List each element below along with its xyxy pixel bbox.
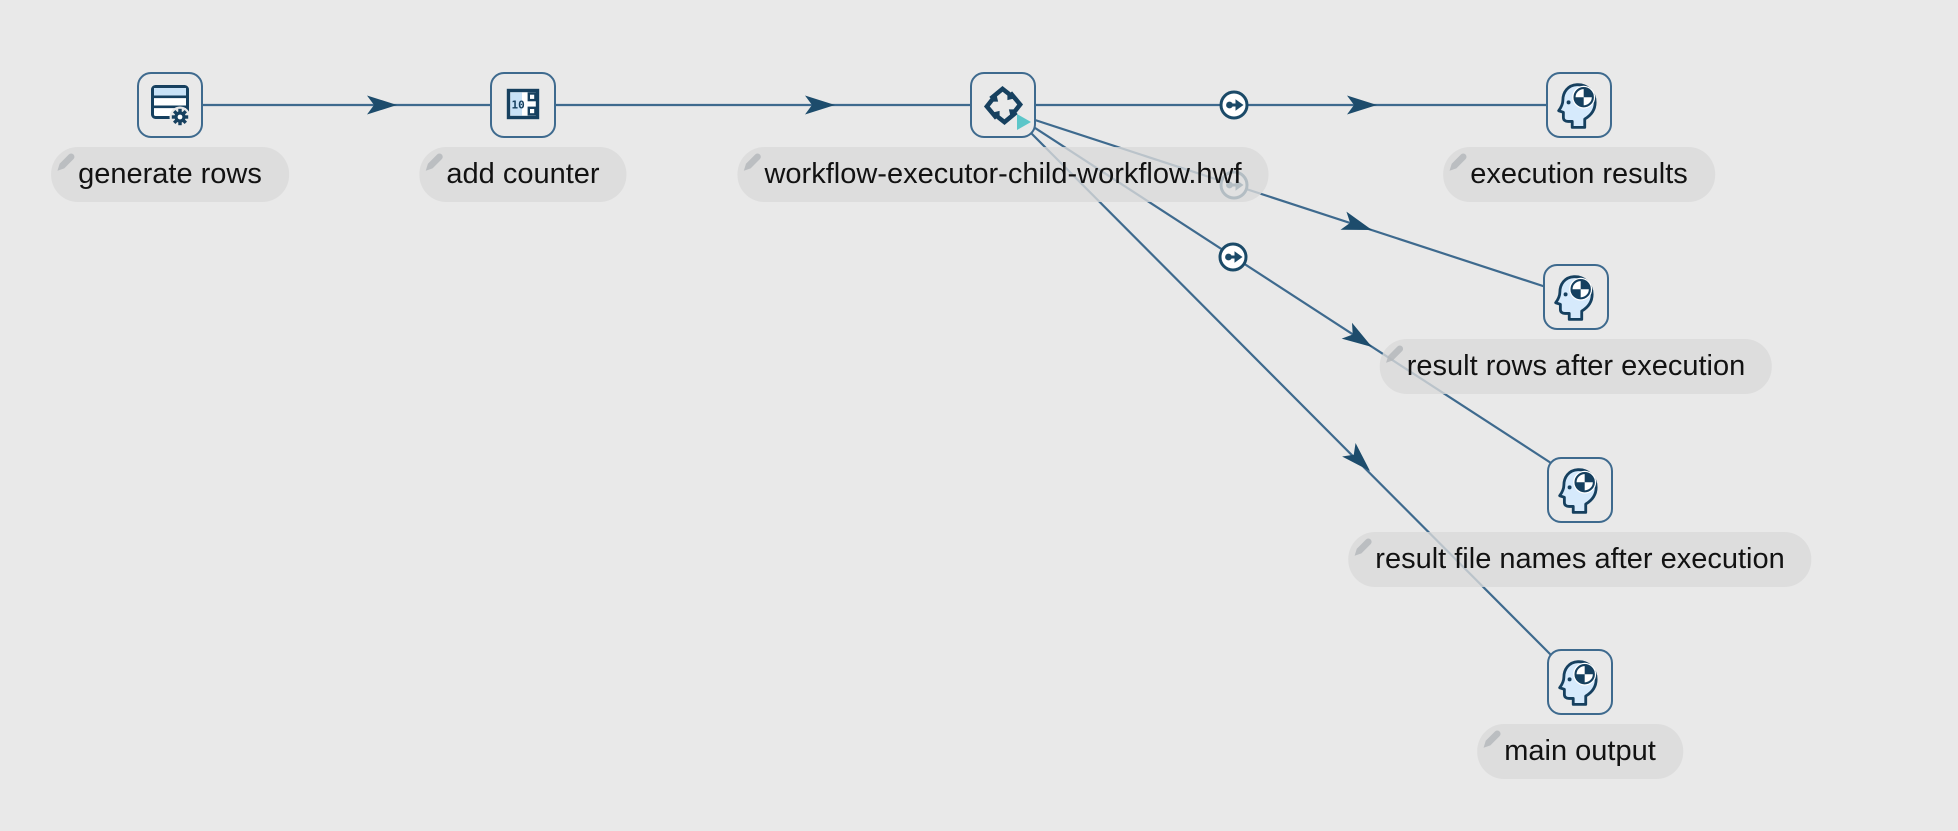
- node-label-text: workflow-executor-child-workflow.hwf: [764, 158, 1242, 190]
- node-label-main-output[interactable]: main output: [1477, 724, 1683, 779]
- head-target-icon: [1555, 657, 1605, 707]
- edit-pencil-icon: [421, 138, 447, 171]
- transform-node-result-files[interactable]: [1547, 457, 1613, 523]
- transform-node-main-output[interactable]: [1547, 649, 1613, 715]
- hop-arrowhead-icon: [1342, 443, 1370, 471]
- node-label-workflow-executor[interactable]: workflow-executor-child-workflow.hwf: [737, 147, 1269, 202]
- transform-node-add-counter[interactable]: 10: [490, 72, 556, 138]
- edit-pencil-icon: [1382, 330, 1408, 363]
- workflow-executor-icon: [980, 82, 1027, 129]
- hop-arrowhead-icon: [1341, 322, 1372, 347]
- node-label-generate-rows[interactable]: generate rows: [51, 147, 289, 202]
- svg-text:10: 10: [512, 99, 525, 112]
- transform-node-execution-results[interactable]: [1546, 72, 1612, 138]
- hop-workflow-executor-to-result-rows[interactable]: [1034, 118, 1550, 290]
- hop-arrowhead-icon: [367, 95, 397, 115]
- node-label-result-files[interactable]: result file names after execution: [1348, 532, 1812, 587]
- edit-pencil-icon: [1445, 138, 1471, 171]
- hop-workflow-executor-to-execution-results[interactable]: [1036, 90, 1546, 120]
- hop-generate-rows-to-add-counter[interactable]: [203, 95, 490, 115]
- play-badge-icon[interactable]: [1017, 114, 1031, 130]
- hop-add-counter-to-workflow-executor[interactable]: [556, 95, 970, 115]
- counter-icon: 10: [499, 81, 547, 129]
- edit-pencil-icon: [1350, 523, 1376, 556]
- node-label-text: execution results: [1470, 158, 1688, 190]
- transform-node-generate-rows[interactable]: [137, 72, 203, 138]
- hop-arrowhead-icon: [1340, 211, 1372, 230]
- transform-node-result-rows[interactable]: [1543, 264, 1609, 330]
- hop-arrowhead-icon: [1347, 95, 1377, 115]
- hop-arrowhead-icon: [805, 95, 835, 115]
- node-label-add-counter[interactable]: add counter: [419, 147, 627, 202]
- head-target-icon: [1554, 80, 1604, 130]
- edit-pencil-icon: [1479, 715, 1505, 748]
- node-label-text: add counter: [446, 158, 600, 190]
- node-label-text: main output: [1504, 735, 1656, 767]
- node-label-execution-results[interactable]: execution results: [1443, 147, 1715, 202]
- node-label-result-rows[interactable]: result rows after execution: [1379, 339, 1773, 394]
- hop-target-indicator-icon[interactable]: [1218, 242, 1248, 272]
- edit-pencil-icon: [53, 138, 79, 171]
- node-label-text: generate rows: [78, 158, 262, 190]
- edit-pencil-icon: [739, 138, 765, 171]
- table-gear-icon: [146, 81, 194, 129]
- transform-node-workflow-executor[interactable]: [970, 72, 1036, 138]
- node-label-text: result file names after execution: [1375, 543, 1785, 575]
- hop-line[interactable]: [1034, 118, 1550, 290]
- head-target-icon: [1551, 272, 1601, 322]
- node-label-text: result rows after execution: [1406, 350, 1746, 382]
- hop-target-indicator-icon[interactable]: [1219, 90, 1249, 120]
- head-target-icon: [1555, 465, 1605, 515]
